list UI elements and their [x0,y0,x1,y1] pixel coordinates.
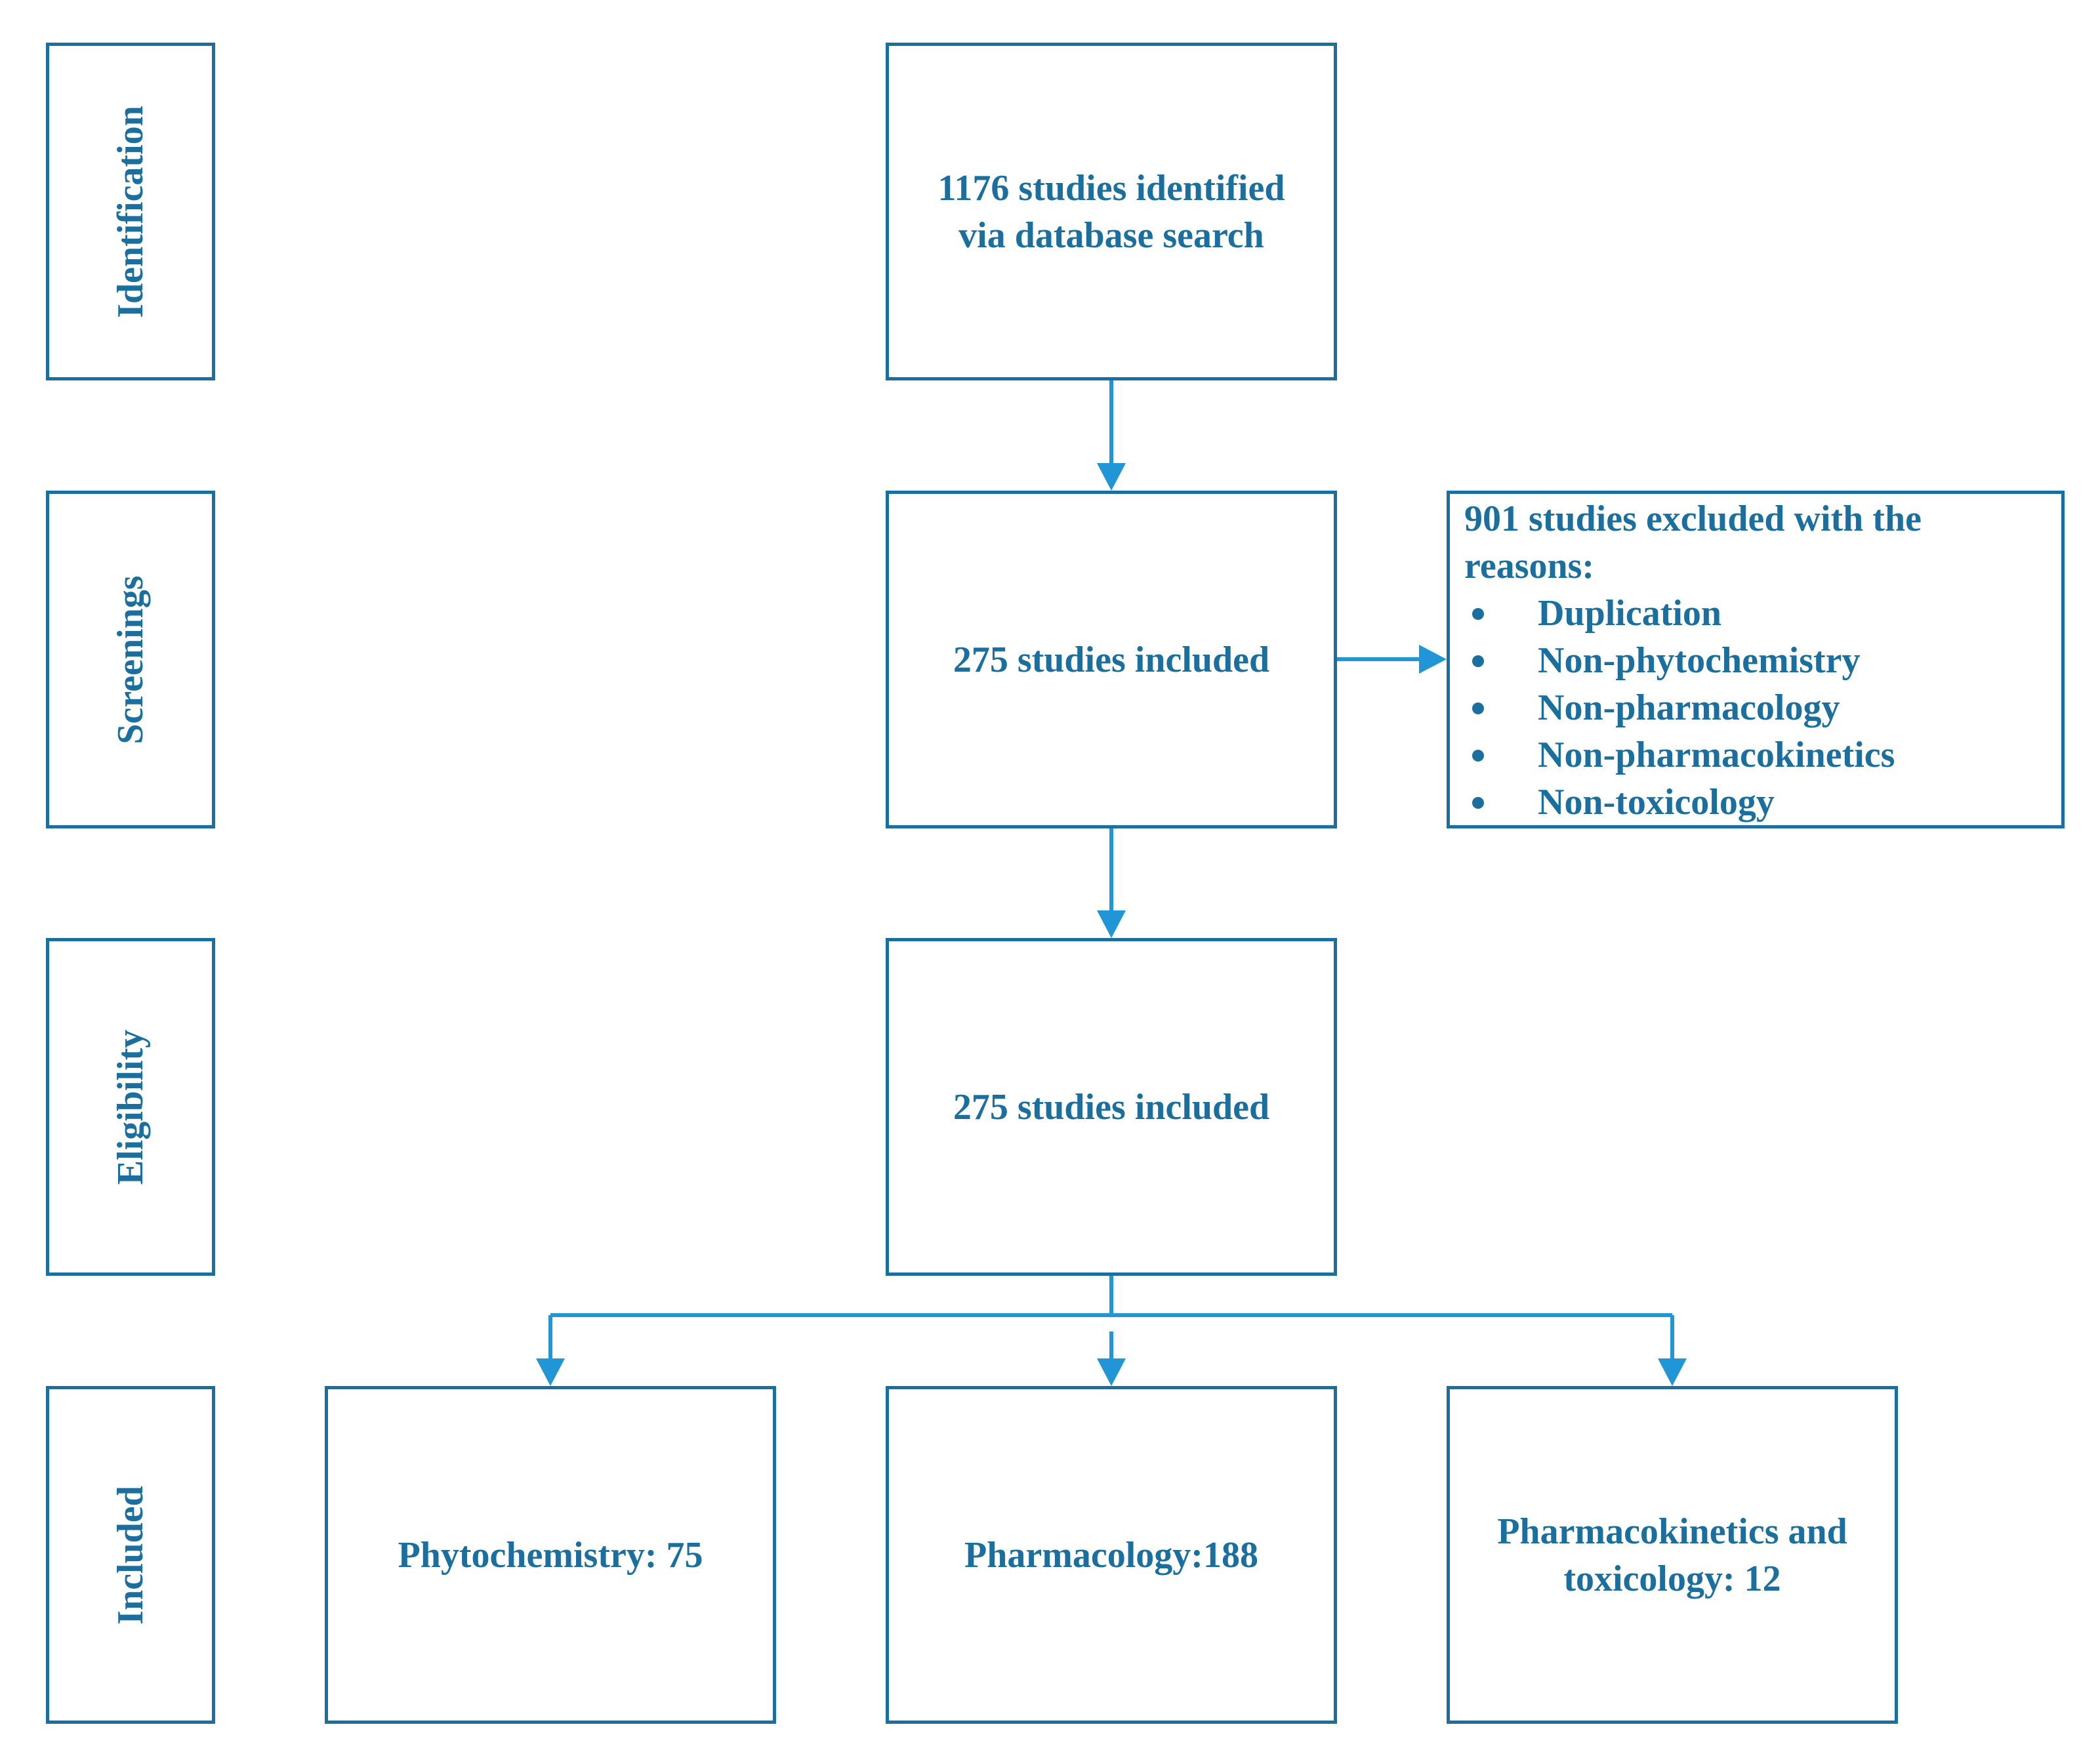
bullet-icon [1472,750,1484,762]
pk-tox-line-1: Pharmacokinetics and [1497,1511,1847,1552]
excluded-reason: Non-toxicology [1464,779,1895,826]
excluded-reason: Non-pharmacokinetics [1464,731,1895,779]
arrowhead-right-icon [1419,645,1447,674]
identified-line-1: 1176 studies identified [937,167,1285,209]
excluded-reason-text: Non-pharmacology [1538,687,1840,728]
pk-tox-line-2: toxicology: 12 [1563,1558,1781,1599]
stage-included: Included [46,1386,215,1724]
excluded-reason: Duplication [1464,590,1895,637]
bullet-icon [1472,608,1484,620]
stage-eligibility: Eligibility [46,938,215,1276]
screened-text: 275 studies included [953,639,1270,680]
eligible-text: 275 studies included [953,1086,1270,1128]
pk-tox-text: Pharmacokinetics and toxicology: 12 [1450,1508,1895,1602]
arrowhead-down-icon [1097,463,1126,491]
pharmacology-text: Pharmacology:188 [964,1534,1258,1576]
excluded-title-line-1: 901 studies excluded with the [1464,499,1922,539]
excluded-title-line-2: reasons: [1464,546,1595,586]
bullet-icon [1472,703,1484,714]
excluded-reason-text: Duplication [1538,593,1722,634]
excluded-reason-text: Non-toxicology [1538,782,1775,823]
excluded-box: 901 studies excluded with the reasons: D… [1447,491,2065,828]
pharmacology-box: Pharmacology:188 [886,1386,1337,1724]
identified-text: 1176 studies identified via database sea… [889,165,1334,259]
phytochemistry-box: Phytochemistry: 75 [325,1386,776,1724]
screened-box: 275 studies included [886,491,1337,828]
excluded-reason: Non-pharmacology [1464,684,1895,731]
arrowhead-down-icon [536,1358,565,1386]
pk-tox-box: Pharmacokinetics and toxicology: 12 [1447,1386,1898,1724]
excluded-title: 901 studies excluded with the reasons: [1464,495,1922,590]
excluded-reason-text: Non-phytochemistry [1538,640,1861,681]
eligible-box: 275 studies included [886,938,1337,1276]
arrowhead-down-icon [1658,1358,1687,1386]
stage-screenings: Screenings [46,491,215,828]
phytochemistry-text: Phytochemistry: 75 [398,1534,703,1576]
excluded-reason: Non-phytochemistry [1464,637,1895,684]
bullet-icon [1472,797,1484,809]
excluded-reasons-list: Duplication Non-phytochemistry Non-pharm… [1464,590,1895,826]
identified-box: 1176 studies identified via database sea… [886,43,1337,380]
arrowhead-down-icon [1097,1358,1126,1386]
identified-line-2: via database search [958,214,1264,256]
arrowhead-down-icon [1097,910,1126,938]
excluded-reason-text: Non-pharmacokinetics [1538,735,1895,775]
stage-identification: Identification [46,43,215,380]
bullet-icon [1472,655,1484,667]
